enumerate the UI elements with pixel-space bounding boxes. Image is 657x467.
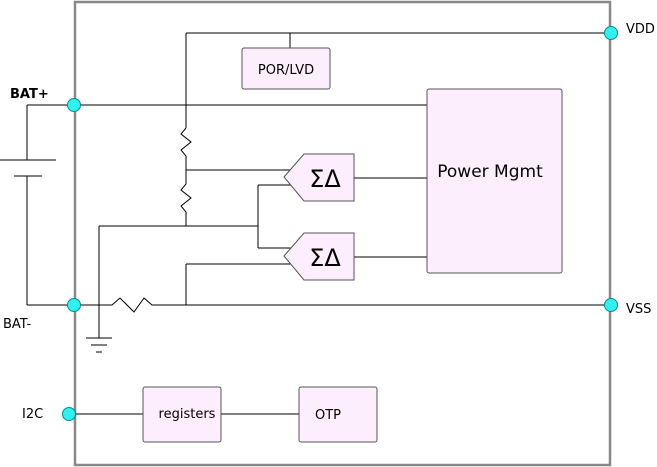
sigma-delta-2-label: ΣΔ	[309, 244, 341, 272]
power-mgmt-block: Power Mgmt	[426, 88, 563, 274]
vdd-label: VDD	[626, 22, 655, 37]
bat-minus-label: BAT-	[3, 317, 32, 332]
power-mgmt-label: Power Mgmt	[437, 162, 543, 182]
sigma-delta-1-label: ΣΔ	[309, 165, 341, 193]
i2c-pin	[62, 407, 76, 421]
vss-label: VSS	[626, 302, 651, 317]
registers-block: registers	[142, 386, 222, 443]
i2c-label: I2C	[22, 407, 43, 422]
bat-plus-pin	[67, 98, 81, 112]
registers-label: registers	[159, 407, 216, 422]
por-lvd-label: POR/LVD	[258, 63, 314, 78]
bat-plus-label: BAT+	[10, 87, 49, 102]
otp-label: OTP	[315, 408, 341, 423]
por-lvd-block: POR/LVD	[241, 47, 331, 90]
vss-pin	[604, 298, 618, 312]
vss-wire	[74, 297, 611, 313]
bat-minus-pin	[67, 298, 81, 312]
sigma-delta-2: ΣΔ	[283, 232, 355, 281]
vdd-pin	[604, 26, 618, 40]
resistor-top	[180, 127, 192, 170]
otp-block: OTP	[298, 386, 378, 443]
resistor-bottom	[180, 170, 192, 226]
sigma-delta-1: ΣΔ	[283, 153, 355, 202]
